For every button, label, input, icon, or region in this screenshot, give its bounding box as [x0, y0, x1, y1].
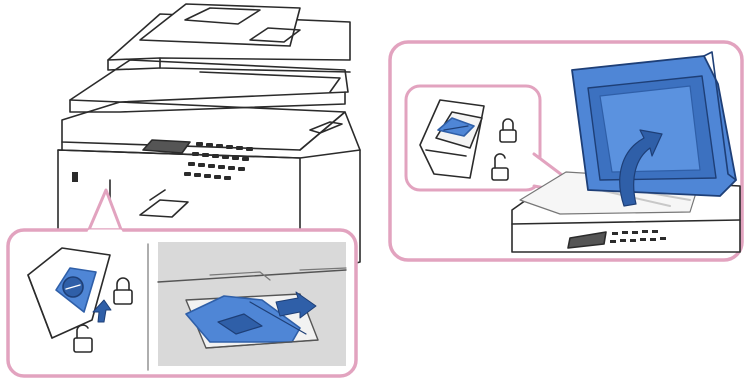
panel-display: [143, 140, 190, 153]
scanner-lid: [70, 60, 348, 102]
lock-switch-callout: [8, 230, 356, 376]
slide-callout: [158, 242, 346, 366]
open-scanner-lid: [572, 52, 736, 196]
lid-callout: [390, 42, 742, 260]
